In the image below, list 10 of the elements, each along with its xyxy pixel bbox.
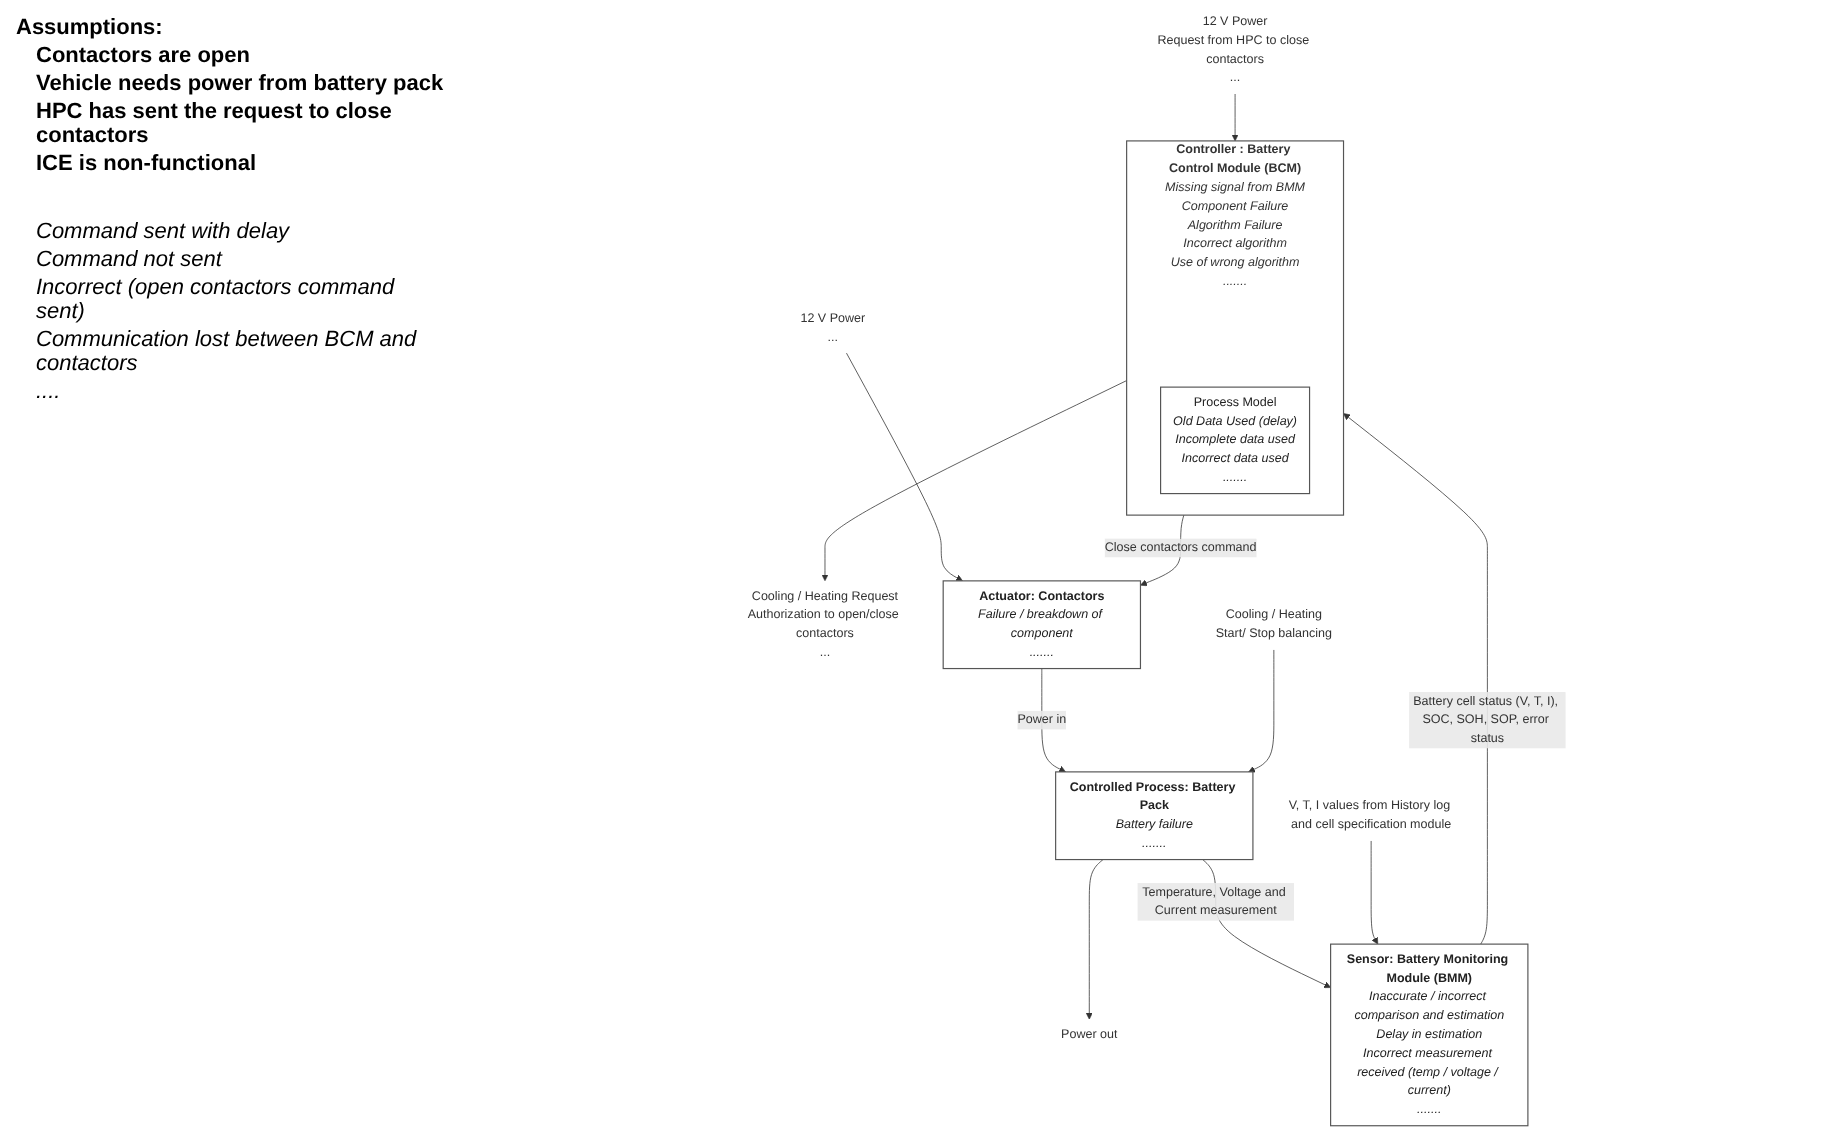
failure-item: Command sent with delay xyxy=(36,220,292,244)
failure-item: .... xyxy=(36,380,63,404)
failure-item: Incorrect (open contactors command sent) xyxy=(36,276,397,324)
assumption-item: ICE is non-functional xyxy=(36,152,258,176)
assumption-item: HPC has sent the request to close contactors xyxy=(36,100,394,148)
assumption-item: Vehicle needs power from battery pack xyxy=(36,72,444,96)
failure-item: Communication lost between BCM and contactors xyxy=(36,328,419,376)
failure-item: Command not sent xyxy=(36,248,225,272)
assumption-item: Contactors are open xyxy=(36,44,252,68)
heading: Assumptions: xyxy=(16,16,165,40)
